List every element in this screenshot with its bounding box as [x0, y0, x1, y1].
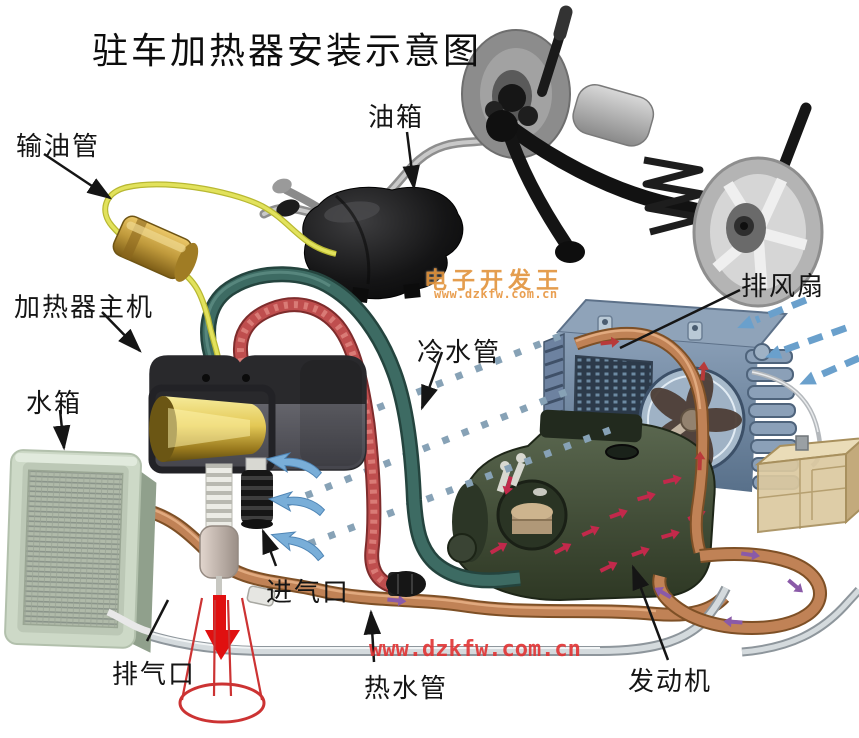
- exhaust-flex-pipe: [205, 463, 233, 529]
- label-heater-unit: 加热器主机: [14, 293, 155, 322]
- label-exhaust-fan: 排风扇: [741, 272, 826, 301]
- radiator-outlet: [106, 608, 151, 636]
- pipe-clamp: [246, 585, 276, 607]
- fuel-tank: [272, 178, 464, 304]
- watermark-center-url: www.dzkfw.com.cn: [434, 287, 558, 301]
- label-fuel-line: 输油管: [16, 132, 101, 161]
- leader-fuel-tank: [402, 131, 420, 191]
- watermark-brand: 电子开发王: [424, 268, 564, 293]
- stabilizer-bracket: [276, 199, 300, 217]
- cold-airflow-arrows: [264, 296, 859, 563]
- leader-cold-water: [420, 351, 444, 411]
- page-title: 驻车加热器安装示意图: [92, 31, 483, 71]
- radiator: [4, 449, 157, 653]
- exhaust-cone: [178, 595, 266, 724]
- leader-fuel-line: [43, 152, 113, 200]
- leader-water-tank: [52, 409, 71, 451]
- leader-hot-water: [363, 609, 382, 663]
- valvetrain-detail: [496, 453, 547, 496]
- leader-heater-unit: [101, 311, 142, 353]
- radiator-core: [22, 469, 124, 629]
- fan-airflow-arrows: [754, 296, 859, 380]
- expansion-tank: [754, 435, 859, 534]
- leader-air-intake: [261, 528, 280, 567]
- engine-pulley: [447, 533, 477, 563]
- label-water-tank: 水箱: [26, 389, 83, 418]
- label-fuel-tank: 油箱: [368, 103, 425, 132]
- leader-lines: [43, 131, 741, 663]
- hoses: [102, 181, 521, 597]
- engine: [447, 409, 716, 602]
- exhaust-arrow-icon: [213, 595, 226, 633]
- tank-cap: [795, 435, 809, 451]
- leader-exhaust-outlet: [145, 599, 170, 642]
- leader-exhaust-fan: [619, 288, 741, 350]
- label-air-intake: 进气口: [266, 578, 351, 607]
- rear-axle-assembly: [259, 5, 824, 308]
- muffler-cylinder: [572, 84, 655, 147]
- fuel-filter: [112, 215, 199, 282]
- exhaust-muffler: [199, 525, 239, 579]
- label-exhaust-outlet: 排气口: [112, 660, 197, 689]
- fuel-line-pipe: [102, 181, 337, 363]
- air-intake-pipe: [241, 470, 273, 524]
- watermark-bottom-url: www.dzkfw.com.cn: [369, 637, 581, 662]
- cold-air-dotted-lines: [264, 332, 612, 552]
- heater-main-unit: [148, 355, 367, 598]
- leader-engine: [631, 564, 670, 661]
- label-cold-water-pipe: 冷水管: [417, 338, 502, 367]
- valve-cover: [539, 409, 643, 443]
- trailing-arm: [499, 117, 573, 251]
- label-engine: 发动机: [628, 667, 713, 696]
- oil-cap: [605, 444, 639, 460]
- label-hot-water-pipe: 热水管: [364, 674, 449, 703]
